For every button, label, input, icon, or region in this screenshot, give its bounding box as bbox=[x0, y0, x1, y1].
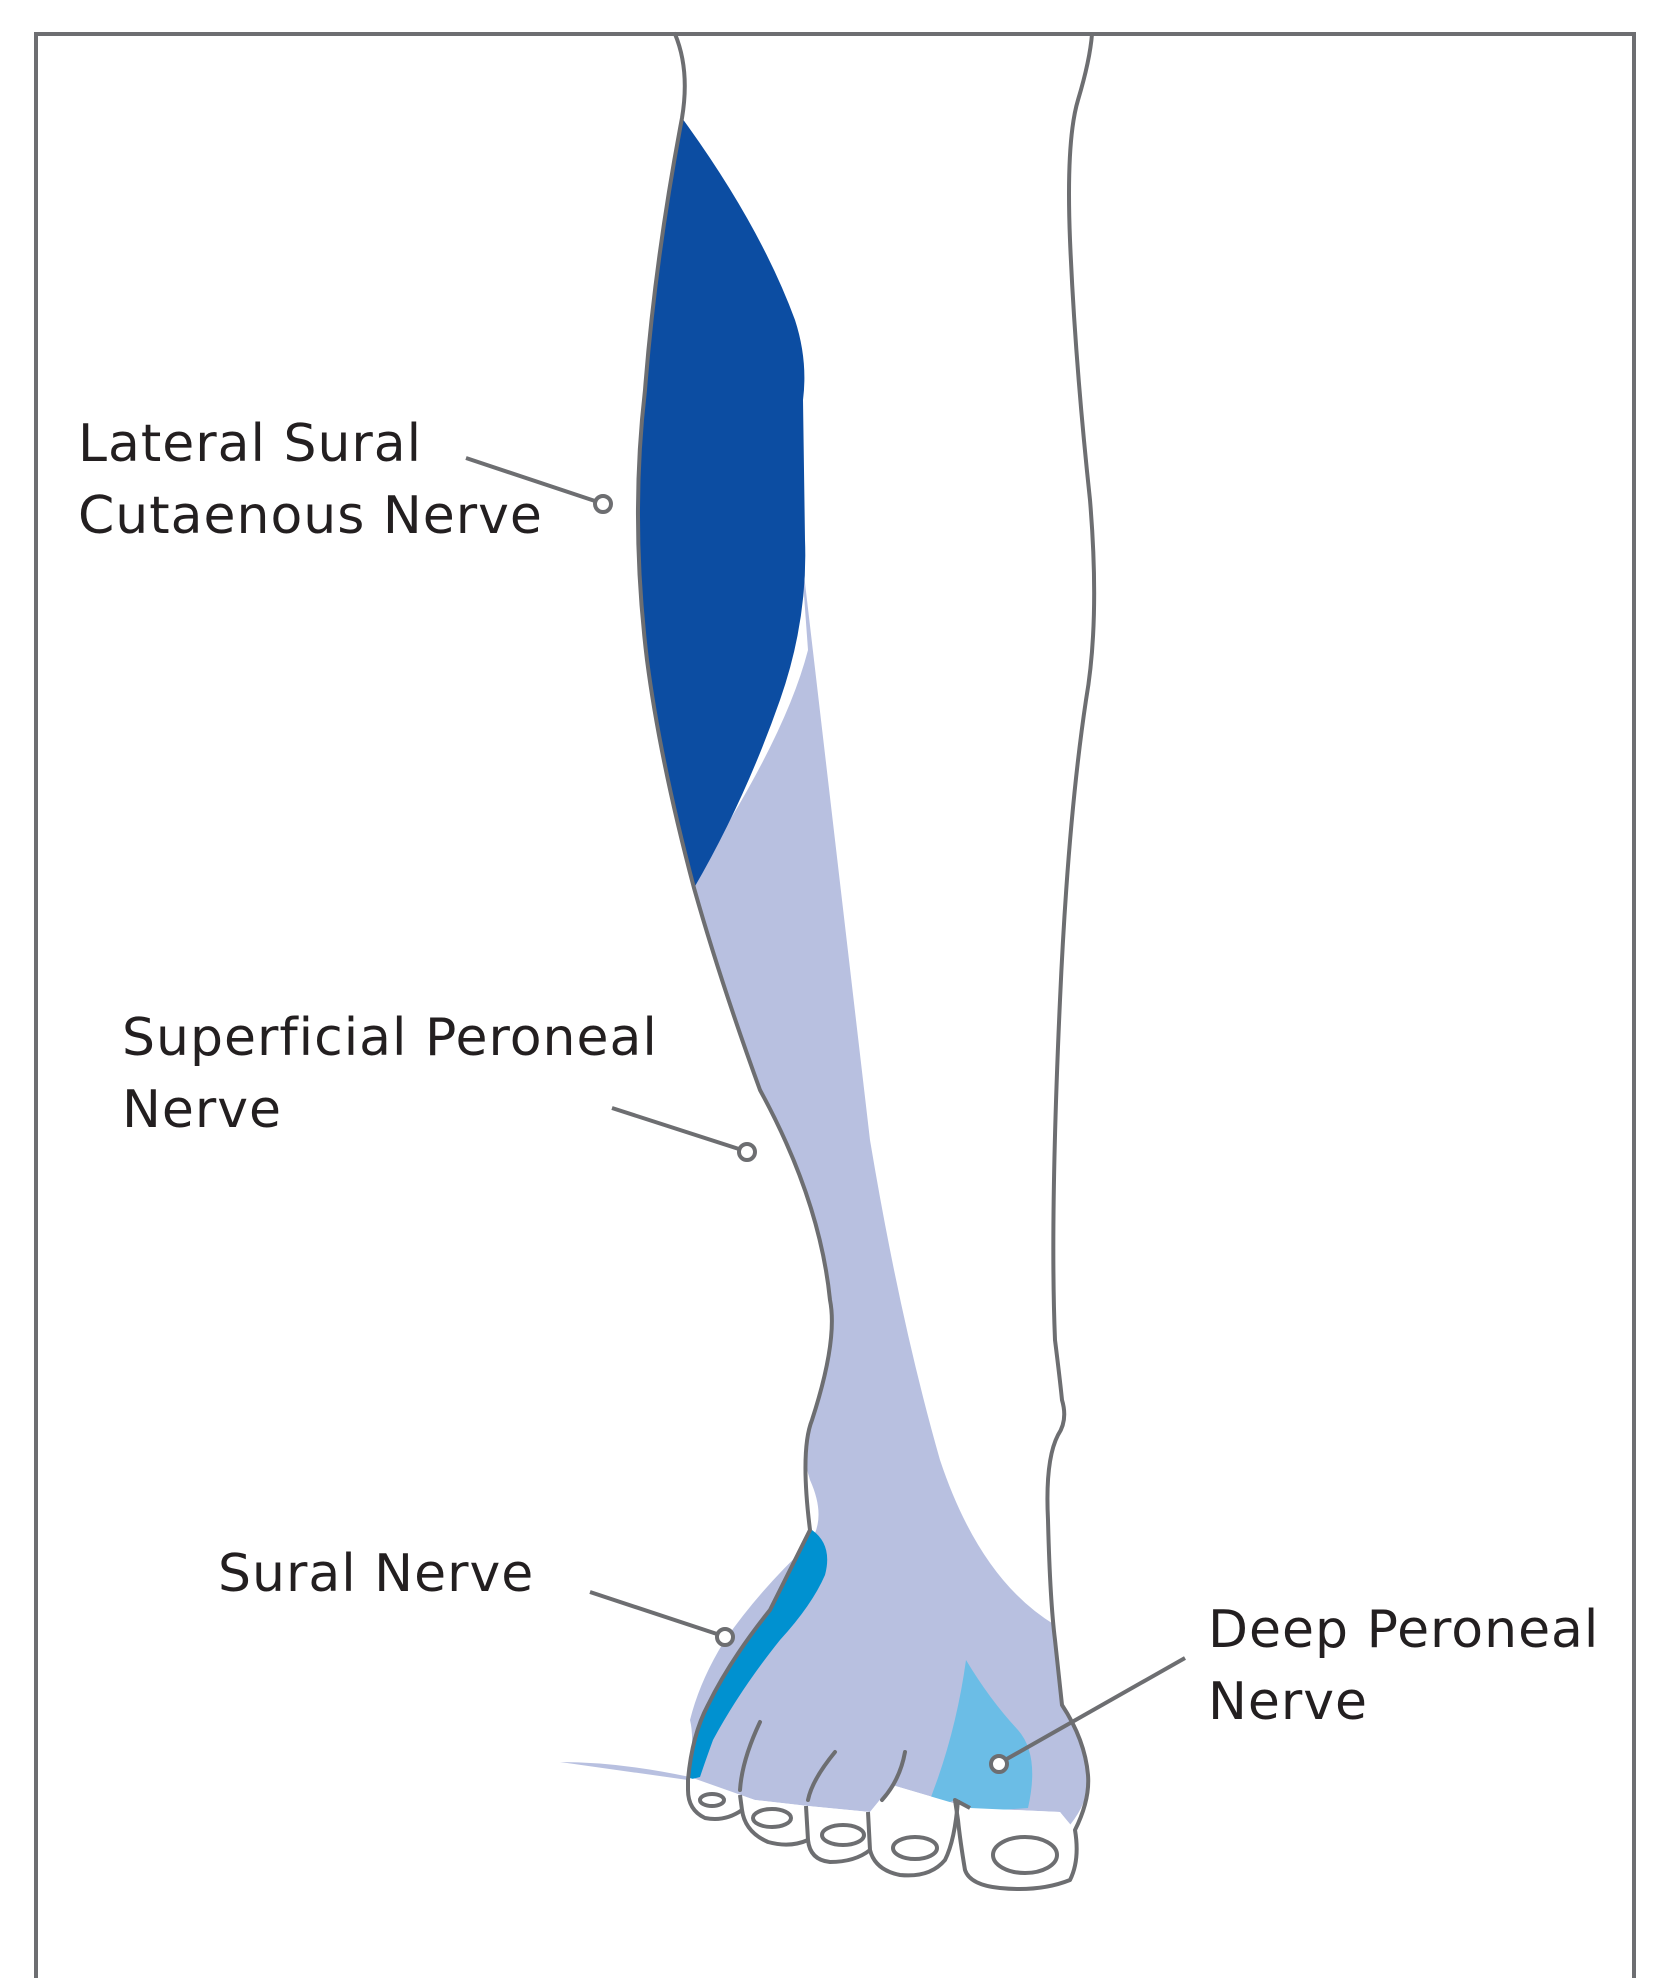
superficial-peroneal-region bbox=[560, 540, 1088, 1825]
deep-peroneal-label: Deep Peroneal Nerve bbox=[1208, 1594, 1599, 1738]
lateral-sural-label: Lateral Sural Cutaenous Nerve bbox=[78, 408, 543, 552]
sural-label-line1: Sural Nerve bbox=[218, 1538, 534, 1610]
superficial-peroneal-label-line1: Superficial Peroneal bbox=[122, 1002, 658, 1074]
deep-peroneal-label-line2: Nerve bbox=[1208, 1666, 1599, 1738]
sural-leader bbox=[590, 1592, 720, 1635]
lateral-sural-label-line2: Cutaenous Nerve bbox=[78, 480, 543, 552]
lateral-sural-marker bbox=[595, 496, 611, 512]
superficial-peroneal-label-line2: Nerve bbox=[122, 1074, 658, 1146]
lateral-sural-label-line1: Lateral Sural bbox=[78, 408, 543, 480]
superficial-peroneal-marker bbox=[739, 1144, 755, 1160]
sural-marker bbox=[717, 1629, 733, 1645]
deep-peroneal-marker bbox=[991, 1756, 1007, 1772]
superficial-peroneal-label: Superficial Peroneal Nerve bbox=[122, 1002, 658, 1146]
sural-label: Sural Nerve bbox=[218, 1538, 534, 1610]
deep-peroneal-label-line1: Deep Peroneal bbox=[1208, 1594, 1599, 1666]
